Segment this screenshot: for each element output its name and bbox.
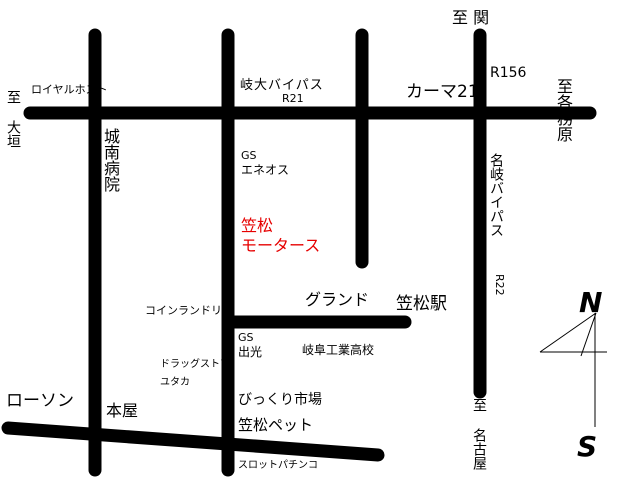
gs-idemitsu-line2: 出光 <box>238 345 263 359</box>
compass-north-letter: N <box>579 286 603 319</box>
gs-idemitsu-line1: GS <box>238 331 254 344</box>
road-south <box>1 421 385 462</box>
shop-name-line1: 笠松 <box>241 216 274 235</box>
coin-laundry-label: コインランドリー <box>145 304 233 317</box>
meigi-bypass-label: 名岐バイパス <box>488 153 504 237</box>
gs-eneos-line1: GS <box>241 149 257 162</box>
compass-rose <box>539 312 607 427</box>
r156-label: R156 <box>490 65 527 81</box>
gifu-bypass-label: 岐大バイパス <box>240 78 324 93</box>
drugstore-line1: ドラッグストア <box>160 359 230 370</box>
to-ogaki-label: 至 大垣 <box>5 90 21 148</box>
drugstore-line2: ユタカ <box>160 377 190 388</box>
r22-label: R22 <box>493 274 506 296</box>
kasamatsu-pet-label: 笠松ペット <box>238 416 314 434</box>
royal-host-label: ロイヤルホスト <box>31 83 108 96</box>
jonan-hospital-label: 城南病院 <box>101 128 120 192</box>
kasamatsu-station-label: 笠松駅 <box>396 294 447 314</box>
bikkuri-market-label: びっくり市場 <box>238 392 322 408</box>
shop-name-line2: モータース <box>241 236 321 255</box>
gifu-tech-hs-label: 岐阜工業高校 <box>302 343 375 357</box>
to-seki-label: 至 関 <box>452 8 490 27</box>
to-kakamigahara-label: 至各務原 <box>554 78 573 142</box>
slot-pachinko-label: スロットパチンコ <box>238 460 318 471</box>
honya-label: 本屋 <box>106 401 139 420</box>
compass-south-letter: S <box>577 430 598 463</box>
kama21-label: カーマ21 <box>406 82 479 102</box>
grand-label: グランド <box>305 290 370 309</box>
lawson-label: ローソン <box>6 391 74 411</box>
to-nagoya-label: 至 名古屋 <box>471 398 487 470</box>
gs-eneos-line2: エネオス <box>241 163 290 177</box>
r21-label: R21 <box>282 92 304 105</box>
